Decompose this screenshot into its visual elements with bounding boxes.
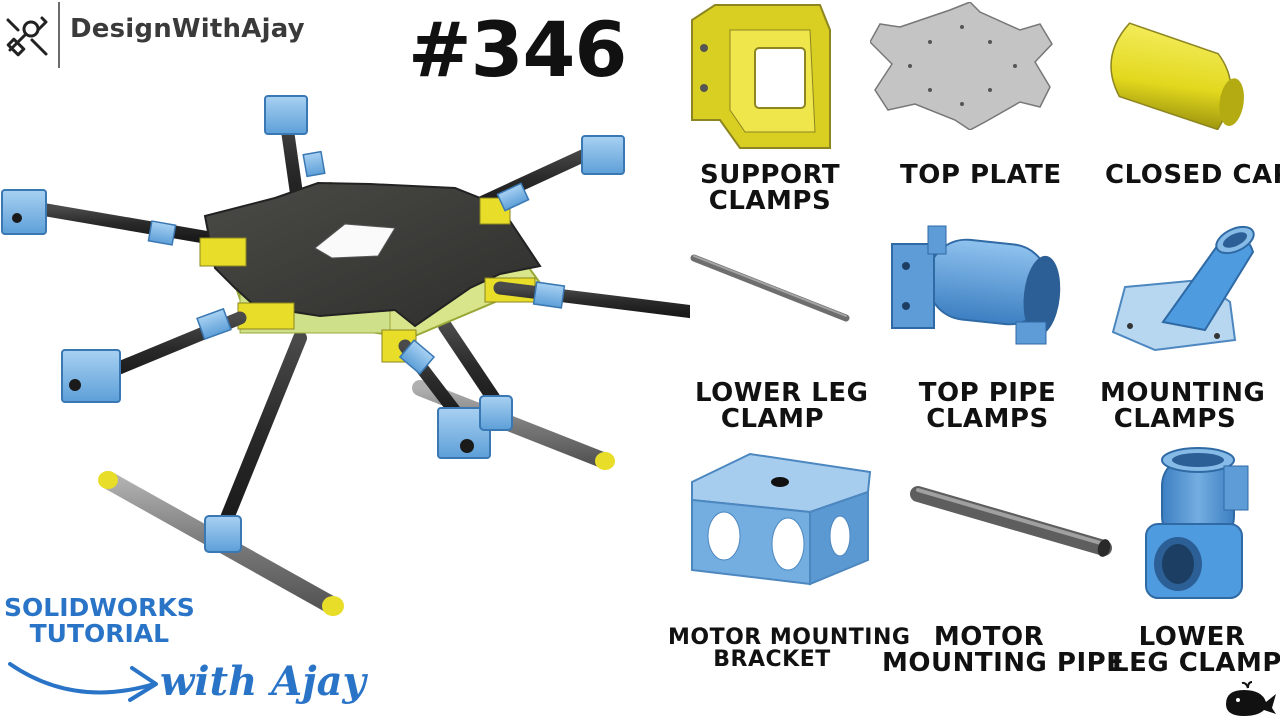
top-pipe-clamps-image <box>891 225 1061 345</box>
brand-name: DesignWithAjay <box>70 14 305 44</box>
brand-divider <box>58 2 60 68</box>
part-label-closed-cap: CLOSED CAP <box>1105 160 1280 190</box>
hexacopter-assembly-image <box>1 95 690 616</box>
motor-mounting-pipe-image <box>910 486 1112 557</box>
lower-leg-clamp-rod-image <box>690 254 850 322</box>
tutorial-title: SOLIDWORKS TUTORIAL <box>4 593 195 649</box>
whale-icon <box>1226 681 1276 716</box>
episode-number: #346 <box>408 5 627 94</box>
lower-leg-clamp-image <box>1145 447 1249 599</box>
tutorial-with-ajay: with Ajay <box>160 658 366 705</box>
arrow-right-icon <box>8 662 158 702</box>
mounting-clamps-image <box>1111 225 1255 352</box>
support-clamps-image <box>691 4 831 149</box>
motor-mounting-bracket-image <box>691 452 872 586</box>
part-label-top-plate: TOP PLATE <box>900 160 1062 190</box>
closed-cap-image <box>1110 22 1244 130</box>
tools-wrench-icon <box>6 16 48 57</box>
top-plate-image <box>870 2 1053 130</box>
